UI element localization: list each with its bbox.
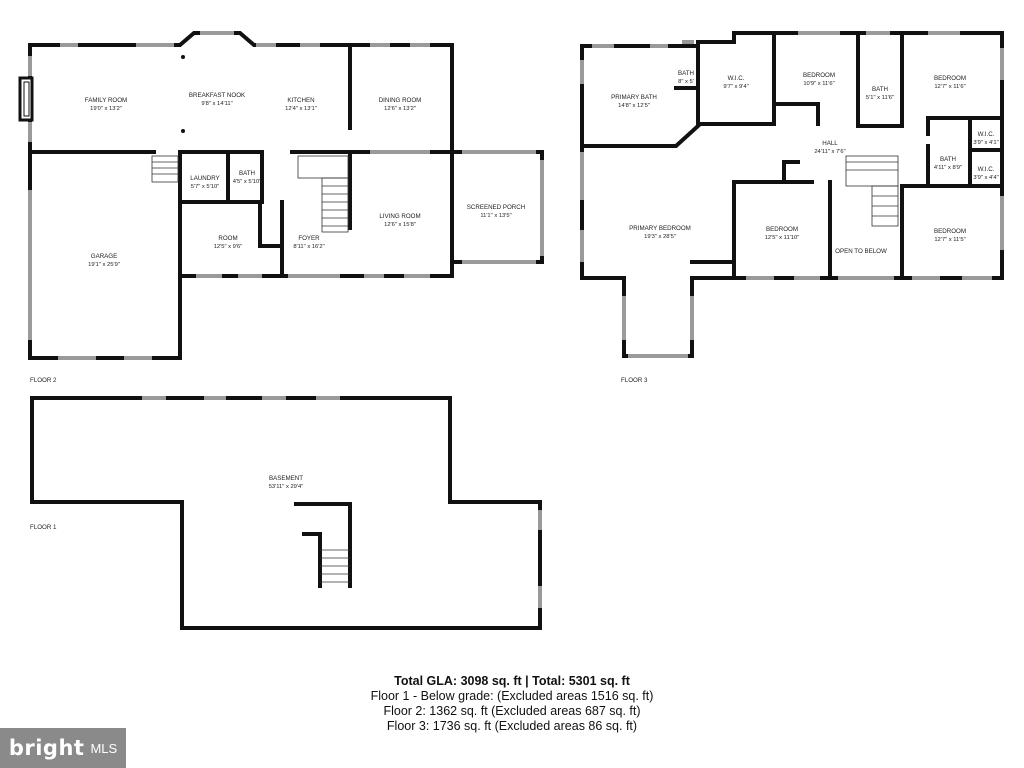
room-dim: 19'3" x 28'5" <box>644 234 676 240</box>
floor-2-plan <box>18 31 544 360</box>
floor-label: FLOOR 3 <box>621 377 648 384</box>
room-name: SCREENED PORCH <box>467 204 525 211</box>
floor-area-line: Floor 2: 1362 sq. ft (Excluded areas 687… <box>383 704 641 718</box>
room-dim: 3'9" x 4'1" <box>973 140 998 146</box>
floor-3-plan <box>580 31 1004 358</box>
room-labels: FAMILY ROOM 19'0" x 13'2" BREAKFAST NOOK… <box>85 70 999 490</box>
room-name: GARAGE <box>91 253 117 260</box>
room-dim: 12'7" x 11'5" <box>934 237 965 243</box>
room-name: DINING ROOM <box>379 97 422 104</box>
floor-area-line: Floor 3: 1736 sq. ft (Excluded areas 86 … <box>386 719 638 733</box>
room-name: W.I.C. <box>978 166 995 173</box>
total-area-headline: Total GLA: 3098 sq. ft | Total: 5301 sq.… <box>394 674 630 688</box>
room-dim: 11'1" x 13'5" <box>480 213 511 219</box>
room-name: FAMILY ROOM <box>85 97 127 104</box>
room-name: BATH <box>872 86 888 93</box>
room-dim: 5'7" x 5'10" <box>191 184 220 190</box>
room-name: BATH <box>940 156 956 163</box>
room-dim: 10'9" x 11'6" <box>803 81 834 87</box>
room-name: FOYER <box>298 235 320 242</box>
logo-wordmark: bright <box>8 736 85 760</box>
logo-suffix: MLS <box>90 740 118 756</box>
room-dim: 24'11" x 7'6" <box>814 149 845 155</box>
floor-label: FLOOR 1 <box>30 524 57 531</box>
room-name: LIVING ROOM <box>379 213 420 220</box>
floor-1-plan <box>30 396 542 630</box>
room-dim: 19'0" x 13'2" <box>90 106 122 112</box>
area-summary: Total GLA: 3098 sq. ft | Total: 5301 sq.… <box>312 674 712 734</box>
room-dim: 4'5" x 5'10" <box>233 179 262 185</box>
stairs-icon <box>845 155 899 227</box>
room-dim: 19'1" x 25'9" <box>88 262 120 268</box>
room-name: BEDROOM <box>934 228 966 235</box>
room-dim: 9'7" x 9'4" <box>723 84 748 90</box>
room-name: BATH <box>239 170 255 177</box>
room-dim: 12'5" x 9'6" <box>214 244 243 250</box>
room-name: ROOM <box>218 235 237 242</box>
room-dim: 14'8" x 12'5" <box>618 103 650 109</box>
room-name: BASEMENT <box>269 475 303 482</box>
stairs-icon <box>151 155 349 233</box>
stairs-icon <box>294 502 352 588</box>
room-name: W.I.C. <box>978 131 995 138</box>
room-name: KITCHEN <box>287 97 314 104</box>
room-dim: 12'6" x 13'2" <box>384 106 416 112</box>
room-dim: 53'11" x 29'4" <box>269 484 304 490</box>
room-name: BEDROOM <box>766 226 798 233</box>
room-dim: 4'11" x 8'9" <box>934 165 962 171</box>
room-name: OPEN TO BELOW <box>835 248 887 255</box>
room-name: PRIMARY BEDROOM <box>629 225 691 232</box>
room-dim: 3'9" x 4'4" <box>973 175 998 181</box>
room-dim: 12'5" x 11'10" <box>765 235 800 241</box>
room-dim: 8" x 5' <box>678 79 694 85</box>
room-dim: 12'7" x 11'6" <box>934 84 965 90</box>
floor-area-line: Floor 1 - Below grade: (Excluded areas 1… <box>370 689 654 703</box>
room-name: BEDROOM <box>934 75 966 82</box>
room-dim: 12'4" x 13'1" <box>285 106 317 112</box>
room-dim: 8'11" x 16'2" <box>293 244 324 250</box>
room-name: LAUNDRY <box>190 175 219 182</box>
room-name: BEDROOM <box>803 72 835 79</box>
room-dim: 12'6" x 15'8" <box>384 222 416 228</box>
room-dim: 9'8" x 14'11" <box>201 101 232 107</box>
room-name: PRIMARY BATH <box>611 94 657 101</box>
room-name: HALL <box>822 140 838 147</box>
room-name: BATH <box>678 70 694 77</box>
room-name: BREAKFAST NOOK <box>189 92 246 99</box>
bright-mls-logo: bright MLS <box>0 728 126 768</box>
floor-label: FLOOR 2 <box>30 377 57 384</box>
room-dim: 5'1" x 11'6" <box>866 95 894 101</box>
room-name: W.I.C. <box>728 75 745 82</box>
